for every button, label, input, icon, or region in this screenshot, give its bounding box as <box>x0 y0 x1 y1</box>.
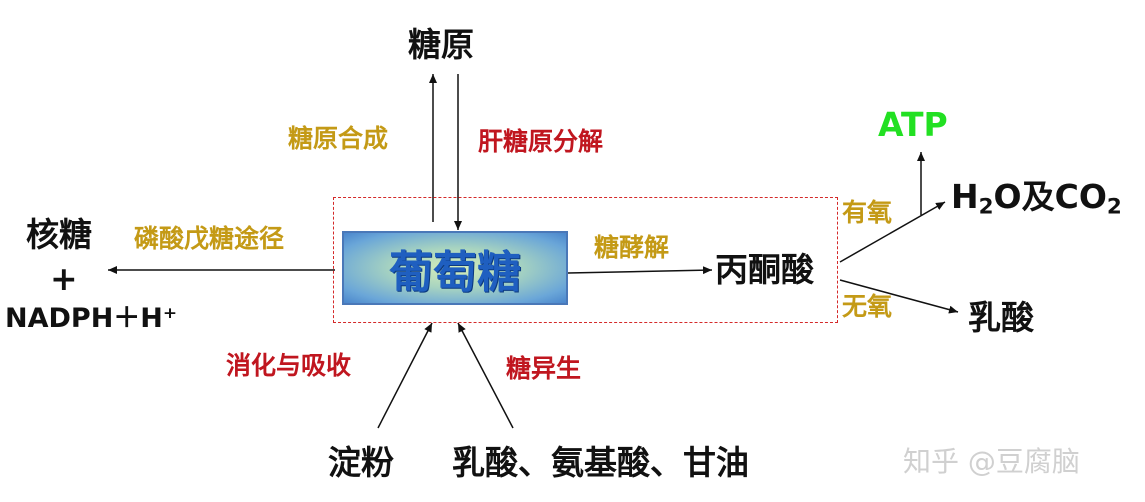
pyruvate-node: 丙酮酸 <box>715 250 814 289</box>
digestion-arrow <box>377 322 433 429</box>
water-co2-node: H2O及CO2 <box>951 177 1122 220</box>
lactate-node: 乳酸 <box>968 298 1034 337</box>
glucose-label: 葡萄糖 <box>389 247 521 298</box>
pentose-phosphate-label: 磷酸戊糖途径 <box>134 224 285 253</box>
anaerobic-arrow <box>839 279 959 314</box>
starch-node: 淀粉 <box>328 443 394 482</box>
aerobic-label: 有氧 <box>842 198 893 227</box>
atp-node: ATP <box>878 105 948 144</box>
nadph-node: NADPH＋H⁺ <box>5 303 178 334</box>
watermark: 知乎 @豆腐脑 <box>903 445 1080 478</box>
aerobic-arrow <box>839 201 946 263</box>
glycogen-node: 糖原 <box>408 25 474 64</box>
anaerobic-label: 无氧 <box>842 292 893 321</box>
digestion-absorption-label: 消化与吸收 <box>226 351 352 380</box>
glycogen-synthesis-label: 糖原合成 <box>288 124 389 153</box>
gluconeogenesis-arrow <box>457 322 514 429</box>
glucose-metabolism-box <box>333 197 838 323</box>
glucose-node: 葡萄糖 <box>342 231 568 305</box>
plus-sign: + <box>50 259 78 298</box>
ribose-node: 核糖 <box>26 215 92 254</box>
glycogenolysis-label: 肝糖原分解 <box>478 127 604 156</box>
gluconeogenesis-label: 糖异生 <box>506 354 582 383</box>
glycolysis-label: 糖酵解 <box>594 233 670 262</box>
glycolysis-arrow <box>567 266 713 275</box>
gluconeogenic-sources-node: 乳酸、氨基酸、甘油 <box>452 443 749 482</box>
